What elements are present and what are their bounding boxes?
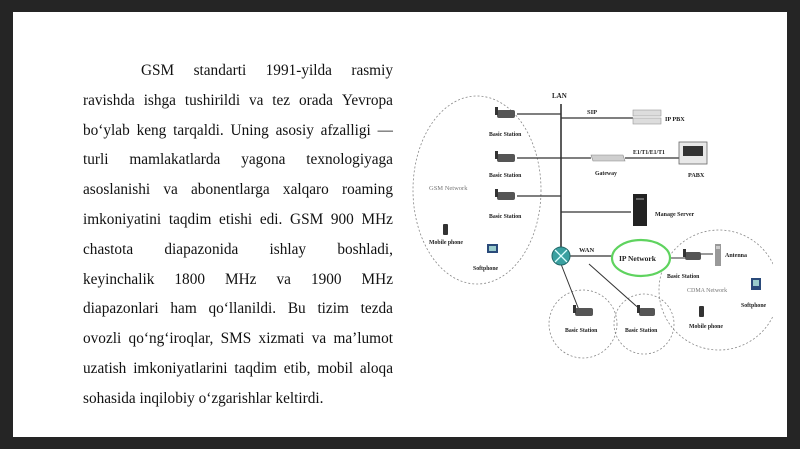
text-line-1: GSM standarti 1991-yilda rasmiy xyxy=(141,62,393,79)
mobile-phone-label-2: Mobile phone xyxy=(689,324,723,330)
basic-station-icon-5 xyxy=(573,305,593,316)
text-line-2: ravishda ishga tushirildi va tez orada Y… xyxy=(83,91,393,109)
ip-network-ring xyxy=(610,238,672,278)
gsm-network-label: GSM Network xyxy=(429,185,468,192)
paragraph: GSM standarti 1991-yilda rasmiy ravishda… xyxy=(83,56,393,414)
ip-pbx-label: IP PBX xyxy=(665,116,685,123)
basic-station-label-5: Basic Station xyxy=(565,328,598,334)
network-diagram: LAN SIP E1/T1/E1/T1 WAN xyxy=(411,74,773,364)
basic-station-icon-1 xyxy=(495,107,515,118)
antenna-icon xyxy=(715,244,721,266)
pabx-icon xyxy=(678,141,708,165)
manage-server-label: Manage Server xyxy=(655,212,694,218)
text-line-7: chastota diapazonida ishlay boshladi, xyxy=(83,240,393,258)
bs-cloud-1 xyxy=(548,289,618,359)
basic-station-label-4: Basic Station xyxy=(667,274,700,280)
basic-station-icon-2 xyxy=(495,151,515,162)
e1-label: E1/T1/E1/T1 xyxy=(633,150,665,156)
text-line-10: ovozli qo‘ng‘iroqlar, SMS xizmati va ma’… xyxy=(83,330,393,348)
text-line-9: diapazonlari ham qo‘llanildi. Bu tizim t… xyxy=(83,300,393,318)
wan-label: WAN xyxy=(579,247,594,254)
slide: GSM standarti 1991-yilda rasmiy ravishda… xyxy=(13,12,787,437)
softphone-icon-2 xyxy=(751,278,761,290)
pabx-label: PABX xyxy=(688,172,705,179)
mobile-phone-icon xyxy=(443,224,448,235)
gateway-label: Gateway xyxy=(595,171,617,177)
manage-server-icon xyxy=(633,194,647,226)
ip-network-label: IP Network xyxy=(619,254,657,263)
text-line-5: asoslanishi va abonentlarga xalqaro roam… xyxy=(83,181,393,199)
softphone-icon xyxy=(487,244,498,253)
text-line-6: imkoniyatini taqdim etishi edi. GSM 900 … xyxy=(83,210,393,228)
basic-station-icon-3 xyxy=(495,189,515,200)
basic-station-icon-4 xyxy=(683,249,701,260)
mobile-phone-label: Mobile phone xyxy=(429,240,463,246)
sip-label: SIP xyxy=(587,109,597,116)
link-router-bs1 xyxy=(560,263,580,311)
gsm-network-cloud xyxy=(412,95,542,285)
text-line-8: keyinchalik 1800 MHz va 1900 MHz xyxy=(83,270,393,288)
lan-label: LAN xyxy=(552,92,567,100)
basic-station-label-3: Basic Station xyxy=(489,214,522,220)
text-line-3: bo‘ylab keng tarqaldi. Uning asosiy afza… xyxy=(83,121,393,139)
text-line-12: sohasida inqilobiy o‘zgarishlar keltirdi… xyxy=(83,389,324,407)
antenna-label: Antenna xyxy=(725,253,747,259)
text-line-4: turli mamlakatlarda yagona texnologiyaga xyxy=(83,151,393,169)
basic-station-label-6: Basic Station xyxy=(625,328,658,334)
mobile-phone-icon-2 xyxy=(699,306,704,317)
basic-station-label-2: Basic Station xyxy=(489,173,522,179)
ip-pbx-icon xyxy=(632,109,662,125)
gateway-icon xyxy=(590,154,626,162)
bs-cloud-2 xyxy=(613,293,675,355)
basic-station-label-1: Basic Station xyxy=(489,132,522,138)
link-router-bs2 xyxy=(588,263,644,313)
basic-station-icon-6 xyxy=(637,305,655,316)
cdma-network-cloud xyxy=(658,229,773,351)
softphone-label: Softphone xyxy=(473,266,499,272)
cdma-network-label: CDMA Network xyxy=(687,288,727,294)
router-arrows xyxy=(554,249,568,263)
softphone-label-2: Softphone xyxy=(741,303,767,309)
text-line-11: uzatish imkoniyatlarini taqdim etib, mob… xyxy=(83,359,393,377)
